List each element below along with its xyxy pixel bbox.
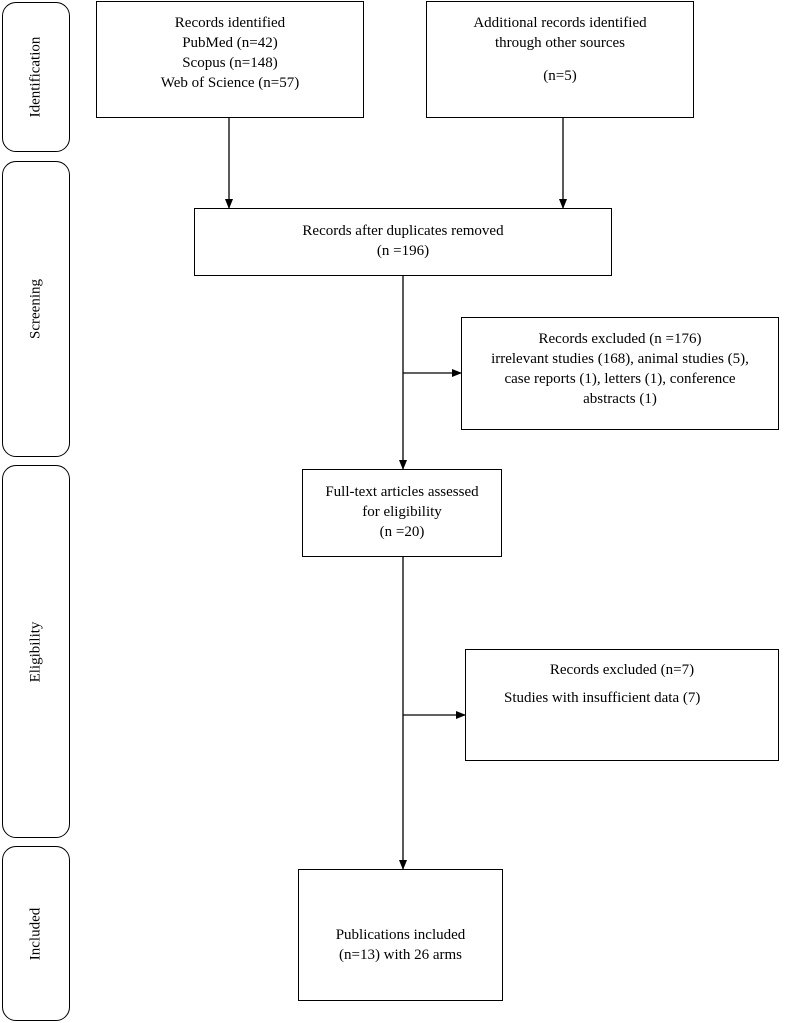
excluded-eligibility-title: Records excluded (n=7): [549, 662, 695, 678]
phase-eligibility: Eligibility: [2, 465, 70, 838]
pubmed-count: PubMed (n=42): [182, 35, 278, 51]
scopus-count: Scopus (n=148): [182, 55, 278, 71]
full-text-box: Full-text articles assessed for eligibil…: [302, 469, 502, 557]
excluded-screening-reasons-2: case reports (1), letters (1), conferenc…: [504, 371, 736, 387]
records-identified-box: Records identified PubMed (n=42) Scopus …: [96, 1, 364, 118]
excluded-screening-reasons-1: irrelevant studies (168), animal studies…: [491, 351, 749, 367]
phase-included: Included: [2, 846, 70, 1021]
after-duplicates-count: (n =196): [376, 243, 430, 259]
full-text-subtitle: for eligibility: [362, 504, 442, 520]
phase-screening: Screening: [2, 161, 70, 457]
excluded-eligibility-reason: Studies with insufficient data (7): [504, 690, 701, 706]
after-duplicates-title: Records after duplicates removed: [302, 223, 504, 239]
included-count: (n=13) with 26 arms: [338, 947, 463, 963]
after-duplicates-box: Records after duplicates removed (n =196…: [194, 208, 612, 276]
wos-count: Web of Science (n=57): [160, 75, 300, 91]
additional-records-count: (n=5): [543, 68, 577, 84]
included-box: Publications included (n=13) with 26 arm…: [298, 869, 503, 1001]
excluded-screening-reasons-3: abstracts (1): [583, 391, 657, 407]
excluded-screening-title: Records excluded (n =176): [538, 331, 702, 347]
phase-identification: Identification: [2, 2, 70, 152]
excluded-eligibility-box: Records excluded (n=7) Studies with insu…: [465, 649, 779, 761]
additional-records-subtitle: through other sources: [495, 35, 625, 51]
additional-records-title: Additional records identified: [473, 15, 647, 31]
excluded-screening-box: Records excluded (n =176) irrelevant stu…: [461, 317, 779, 430]
included-title: Publications included: [335, 927, 466, 943]
additional-records-box: Additional records identified through ot…: [426, 1, 694, 118]
records-identified-title: Records identified: [174, 15, 286, 31]
full-text-title: Full-text articles assessed: [325, 484, 479, 500]
full-text-count: (n =20): [379, 524, 425, 540]
